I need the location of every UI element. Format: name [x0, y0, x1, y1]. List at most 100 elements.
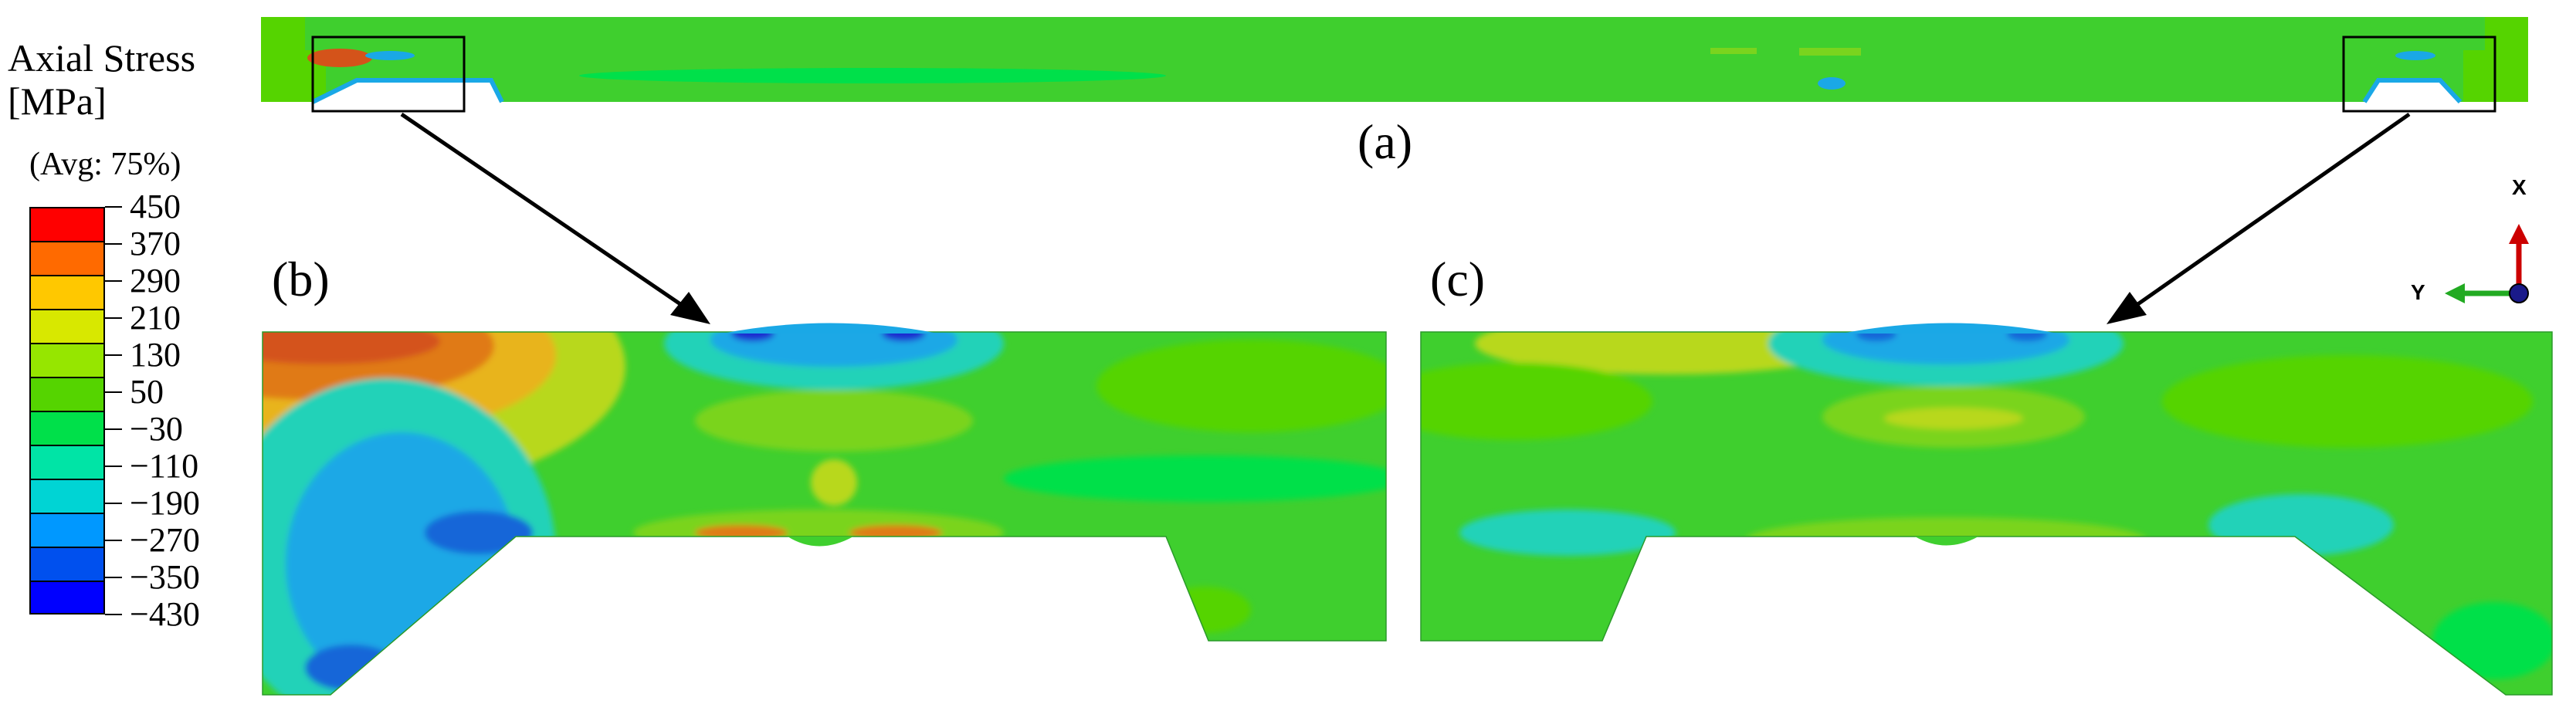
colorbar-band [29, 479, 105, 513]
panel-label-a: (a) [1357, 114, 1413, 169]
panel-c-notch-bump [1842, 323, 2058, 333]
panel-b-right-foot [1158, 587, 1251, 633]
arrow-right-shaft [2130, 112, 2411, 311]
colorbar [29, 207, 105, 615]
colorbar-tick [105, 614, 122, 615]
panel-c-contour [1420, 323, 2553, 696]
y-axis-label: Y [2411, 280, 2425, 304]
panel-a-left-cutout-edge [311, 78, 504, 104]
colorbar-tick-label: 450 [130, 188, 181, 225]
panel-c-left-band [1421, 363, 1652, 440]
panel-b-notch-bump [722, 323, 938, 333]
panel-b-bottom-band [633, 510, 1004, 556]
panel-c-top-left-band [1475, 332, 1861, 374]
colorbar-tick [105, 428, 122, 430]
panel-a-right-cutout-edge [2362, 78, 2462, 104]
colorbar-tick-label: −190 [130, 484, 200, 522]
colorbar-tick [105, 317, 122, 319]
panel-c-left-cyan [1459, 510, 1676, 556]
panel-b-right-band [1096, 340, 1386, 432]
panel-b-blue-corner [305, 645, 398, 691]
panel-b-center-spot [811, 459, 857, 506]
panel-b-right-lower-band [1004, 455, 1386, 502]
colorbar-tick [105, 540, 122, 541]
panel-c-outline [1420, 331, 2553, 696]
zoom-box-left [311, 36, 466, 113]
arrow-left-head [670, 292, 710, 324]
colorbar-tick [105, 391, 122, 393]
panel-c-right-band [2162, 355, 2533, 448]
panel-b-red-zone [263, 332, 440, 364]
colorbar-tick-label: −110 [130, 447, 199, 485]
y-axis-arrowhead [2445, 283, 2465, 303]
colorbar-tick-label: 370 [130, 225, 181, 262]
panel-b-outline [262, 331, 1387, 696]
colorbar-tick [105, 466, 122, 467]
colorbar-tick [105, 280, 122, 282]
x-axis-arrowhead [2509, 224, 2529, 244]
colorbar-band [29, 275, 105, 309]
panel-c-mid-spot [1884, 408, 2023, 429]
panel-c-right-foot [2432, 602, 2552, 679]
x-axis-label: X [2512, 175, 2527, 199]
colorbar-tick-label: 130 [130, 336, 181, 374]
panel-a-hot-spot [307, 49, 372, 67]
panel-a-mid-spot [1818, 77, 1846, 90]
panel-b-mid-band [695, 390, 973, 452]
colorbar-tick [105, 503, 122, 504]
panel-a-right-cutout [2364, 80, 2460, 102]
panel-a-right-notch [2395, 51, 2435, 60]
panel-b-groove [788, 537, 853, 547]
colorbar-tick-label: 210 [130, 299, 181, 337]
panel-c-notch-blue-left [1856, 332, 1896, 341]
z-axis-origin [2509, 283, 2529, 303]
arrow-right-head [2107, 292, 2147, 324]
zoom-arrows [400, 112, 2411, 324]
panel-label-c: (c) [1430, 252, 1486, 306]
colorbar-tick-label: 50 [130, 373, 164, 411]
panel-a-field [261, 17, 2528, 102]
colorbar-tick-label: −30 [130, 410, 183, 448]
panel-a-beam [261, 17, 2528, 113]
panel-a-mid-band-2 [1799, 48, 1861, 56]
colorbar-band [29, 513, 105, 547]
panel-b-blue-spot [425, 511, 533, 554]
colorbar-tick-label: −270 [130, 521, 200, 559]
arrow-left-shaft [400, 112, 689, 311]
colorbar-band [29, 343, 105, 377]
panel-b-bottom-hot-right [849, 525, 942, 540]
panel-c-groove [1915, 537, 1978, 546]
panel-c-notch-blue-right [2007, 332, 2047, 341]
colorbar-tick [105, 577, 122, 578]
panel-a-left-cutout [313, 80, 502, 102]
colorbar-tick-label: 290 [130, 262, 181, 300]
panel-b-contour [262, 323, 1387, 696]
panel-a-left-end [261, 17, 326, 102]
panel-label-b: (b) [272, 252, 330, 306]
colorbar-frame [29, 207, 105, 615]
panel-b-notch-light-blue [710, 332, 958, 367]
colorbar-band [29, 241, 105, 275]
colorbar-tick [105, 243, 122, 245]
legend-title: Axial Stress [8, 36, 196, 80]
panel-a-lower-band [579, 68, 1166, 83]
coordinate-triad: X Y [2411, 175, 2529, 304]
colorbar-band [29, 547, 105, 581]
panel-b-bottom-hot-left [695, 525, 788, 540]
colorbar-tick-label: −430 [130, 595, 200, 633]
legend-averaging: (Avg: 75%) [29, 147, 181, 182]
colorbar-band [29, 207, 105, 241]
colorbar-tick-label: −350 [130, 558, 200, 596]
colorbar-band [29, 411, 105, 445]
panel-a-left-notch [365, 51, 415, 60]
colorbar-band [29, 581, 105, 615]
colorbar-band [29, 377, 105, 411]
panel-c-right-cyan [2208, 494, 2394, 556]
colorbar-tick [105, 206, 122, 208]
colorbar-band [29, 445, 105, 479]
legend-units: [MPa] [8, 80, 107, 123]
panel-c-notch-light-blue [1822, 332, 2069, 364]
zoom-box-right [2342, 36, 2496, 113]
